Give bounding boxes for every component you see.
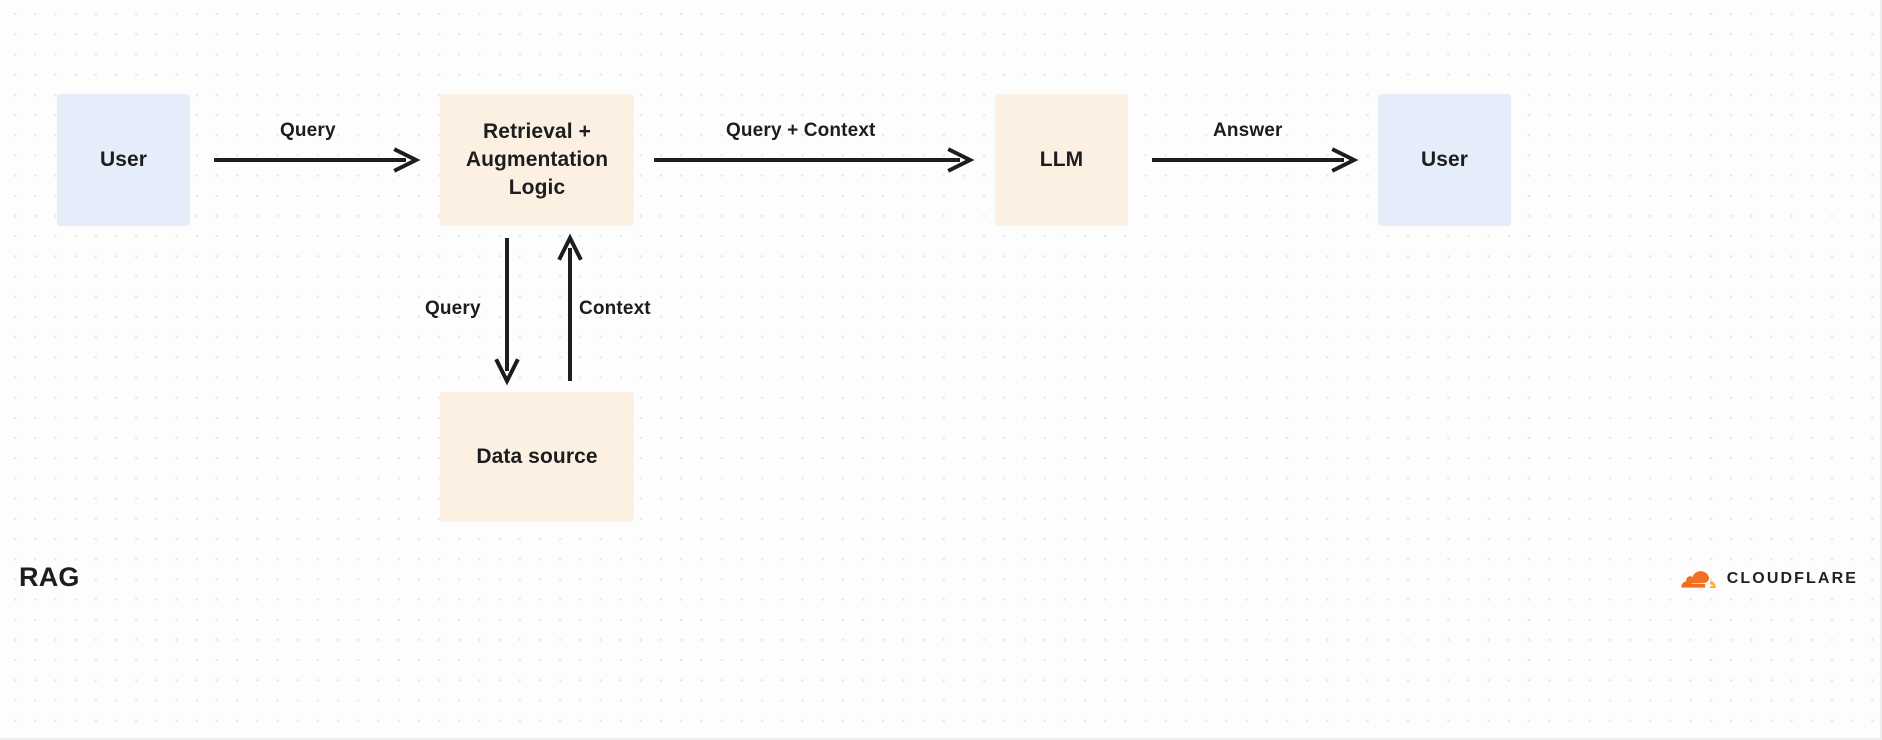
edge-context-datasource-to-retrieval [557, 233, 583, 383]
edge-label-context-up: Context [579, 298, 651, 319]
edge-label-query-context: Query + Context [726, 120, 876, 141]
arrow-right-icon [214, 147, 421, 173]
node-label: Data source [476, 445, 598, 469]
cloudflare-logo: CLOUDFLARE [1670, 567, 1858, 591]
diagram-title: RAG [19, 562, 80, 592]
arrow-down-icon [494, 238, 520, 386]
cloudflare-cloud-icon [1681, 571, 1716, 589]
edge-answer-llm-to-user [1152, 147, 1359, 173]
node-data-source[interactable]: Data source [440, 392, 634, 522]
node-label: User [99, 148, 148, 172]
node-retrieval-augmentation-logic[interactable]: Retrieval + Augmentation Logic [440, 94, 634, 226]
edge-query-retrieval-to-datasource [494, 238, 520, 386]
arrow-right-icon [654, 147, 975, 173]
edge-label-query-1: Query [280, 120, 336, 141]
edge-query-user-to-retrieval [214, 147, 421, 173]
node-label: LLM [1039, 148, 1084, 172]
edge-label-query-down: Query [425, 298, 481, 319]
node-llm[interactable]: LLM [995, 94, 1128, 226]
arrow-up-icon [557, 233, 583, 381]
edge-query-context-to-llm [654, 147, 975, 173]
cloudflare-wordmark: CLOUDFLARE [1726, 570, 1858, 587]
node-label: Retrieval + Augmentation Logic [465, 120, 609, 199]
edge-label-answer: Answer [1213, 120, 1283, 141]
node-user-left[interactable]: User [57, 94, 190, 226]
arrow-right-icon [1152, 147, 1359, 173]
node-user-right[interactable]: User [1378, 94, 1511, 226]
node-label: User [1420, 148, 1469, 172]
